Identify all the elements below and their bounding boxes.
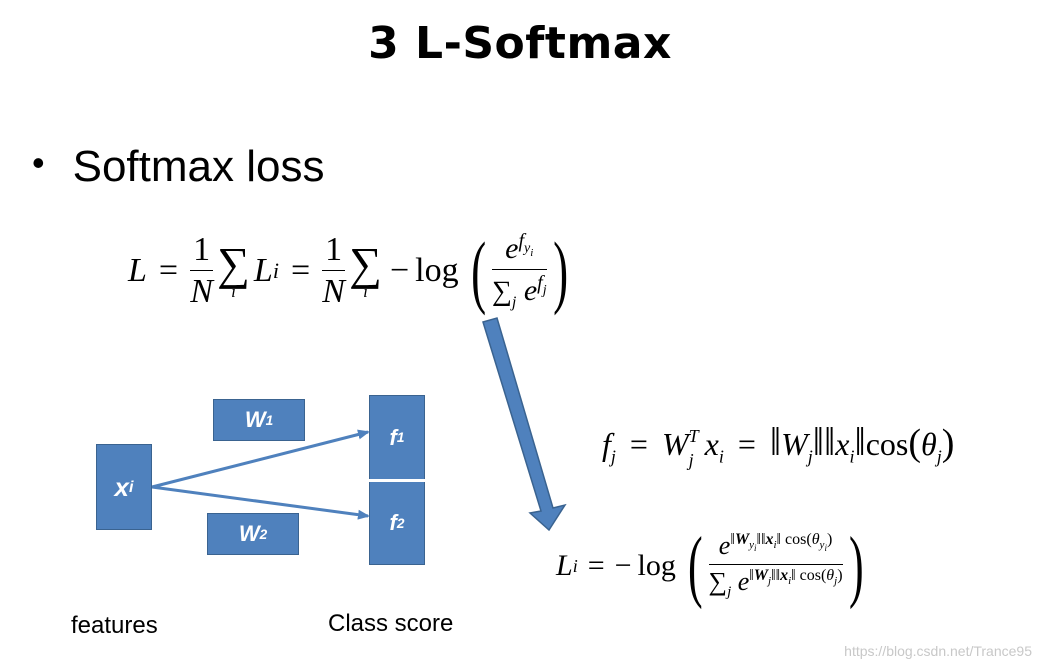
formula-numerator: 1 bbox=[322, 231, 346, 271]
formula-subscript: i bbox=[753, 543, 757, 554]
formula-symbol: f bbox=[537, 272, 543, 294]
formula-subscript: j bbox=[727, 584, 732, 601]
weight-label: W bbox=[238, 521, 260, 546]
bullet-text: Softmax loss bbox=[72, 142, 325, 191]
formula-subscript: i bbox=[773, 539, 777, 552]
formula-subscript: i bbox=[788, 575, 792, 588]
formula-cos: cos bbox=[865, 426, 909, 462]
node-label-sub: i bbox=[128, 477, 134, 496]
formula-subscript: j bbox=[610, 446, 616, 467]
formula-symbol: y bbox=[749, 539, 754, 552]
formula-subscript: i bbox=[572, 555, 578, 576]
formula-subscript: i bbox=[272, 258, 279, 283]
formula-log: log bbox=[415, 252, 459, 289]
formula-superscript: T bbox=[688, 426, 699, 446]
formula-symbol: L bbox=[128, 252, 147, 289]
formula-log: log bbox=[637, 549, 676, 582]
caption-features: features bbox=[71, 612, 158, 639]
arrow-x-to-f1 bbox=[151, 429, 370, 489]
formula-symbol: x bbox=[704, 426, 719, 462]
formula-fraction-li: e‖Wyi‖‖xi‖ cos(θyi) ∑j e‖Wj‖‖xi‖ cos(θj) bbox=[708, 530, 843, 601]
formula-subscript: j bbox=[834, 575, 838, 588]
formula-denominator: N bbox=[190, 273, 213, 310]
score-label-sub: 2 bbox=[396, 515, 405, 531]
big-down-arrow-icon bbox=[482, 317, 567, 532]
formula-symbol: x bbox=[780, 567, 789, 585]
formula-symbol: e bbox=[737, 566, 750, 596]
weight-label-sub: 2 bbox=[259, 526, 268, 542]
class-score-divider bbox=[369, 479, 425, 482]
watermark: https://blog.csdn.net/Trance95 bbox=[844, 643, 1032, 659]
slide-title: 3 L-Softmax bbox=[368, 18, 672, 69]
formula-sum: ∑ i bbox=[217, 237, 250, 302]
formula-denominator: N bbox=[322, 273, 345, 310]
formula-symbol: y bbox=[819, 539, 825, 552]
score-label: f bbox=[389, 424, 397, 450]
formula-symbol: W bbox=[661, 426, 689, 462]
formula-symbol: f bbox=[602, 426, 611, 462]
arrow-x-to-f2 bbox=[151, 485, 370, 520]
formula-fraction-exp: efyi ∑j efj bbox=[491, 230, 547, 311]
formula-symbol: e bbox=[718, 530, 731, 560]
score-label: f bbox=[389, 510, 397, 535]
formula-symbol: e bbox=[505, 232, 519, 265]
formula-subscript: j bbox=[542, 283, 547, 298]
formula-subscript: j bbox=[807, 446, 813, 467]
formula-subscript: j bbox=[511, 294, 517, 311]
score-label-sub: 1 bbox=[396, 430, 405, 445]
bullet-softmax-loss: • Softmax loss bbox=[32, 142, 324, 192]
formula-symbol: L bbox=[556, 549, 573, 582]
formula-sum-index: i bbox=[363, 282, 368, 302]
node-label: x bbox=[114, 471, 129, 502]
formula-symbol: θ bbox=[811, 531, 820, 549]
formula-subscript: i bbox=[824, 543, 827, 554]
formula-fraction: 1 N bbox=[322, 231, 346, 311]
formula-symbol: f bbox=[518, 230, 525, 252]
formula-symbol: x bbox=[765, 531, 774, 549]
bullet-dot-icon: • bbox=[32, 142, 45, 183]
formula-symbol: L bbox=[253, 252, 273, 289]
formula-subscript: i bbox=[530, 246, 534, 259]
formula-subscript: i bbox=[718, 446, 724, 467]
weight-label-sub: 1 bbox=[265, 412, 274, 428]
formula-subscript: j bbox=[768, 575, 772, 588]
formula-symbol: θ bbox=[826, 567, 835, 585]
formula-symbol: W bbox=[781, 426, 808, 462]
formula-symbol: x bbox=[835, 426, 850, 462]
formula-subscript: j bbox=[936, 446, 942, 467]
formula-subscript: i bbox=[849, 446, 855, 467]
formula-sum-index: i bbox=[231, 282, 236, 302]
formula-cos: cos bbox=[785, 531, 807, 549]
formula-numerator: 1 bbox=[190, 231, 214, 271]
formula-symbol: θ bbox=[921, 426, 937, 462]
formula-cos: cos bbox=[799, 567, 821, 585]
formula-sum: ∑ i bbox=[349, 237, 382, 302]
caption-class-score: Class score bbox=[328, 610, 454, 637]
formula-fraction: 1 N bbox=[190, 231, 214, 311]
formula-subscript: j bbox=[688, 450, 694, 470]
formula-symbol: W bbox=[734, 531, 750, 549]
formula-symbol: y bbox=[524, 241, 531, 256]
weight-label: W bbox=[244, 407, 266, 432]
formula-symbol: W bbox=[753, 567, 769, 585]
formula-symbol: e bbox=[523, 274, 538, 307]
